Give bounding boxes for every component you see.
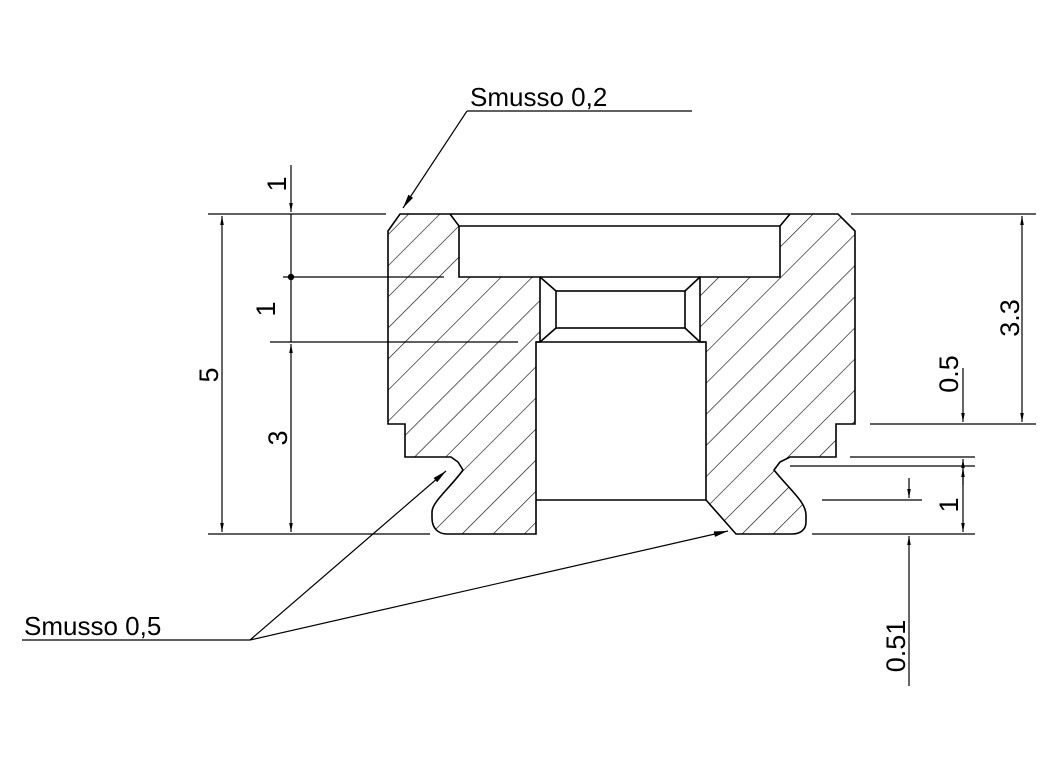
dimension-dot — [287, 273, 295, 281]
part-section — [387, 213, 856, 535]
dim-left-top-small: 1 — [262, 176, 292, 191]
dim-right-step: 0.5 — [934, 355, 964, 393]
note-chamfer-bottom: Smusso 0,5 — [24, 611, 161, 641]
part-body — [387, 213, 856, 535]
dim-right-bottom: 0.51 — [881, 620, 911, 673]
dim-left-overall: 5 — [194, 367, 224, 382]
mid-bore-inner — [555, 290, 686, 329]
dimension-lines — [220, 165, 1024, 686]
note-chamfer-top: Smusso 0,2 — [470, 82, 607, 112]
dim-left-lower: 3 — [263, 430, 293, 445]
dim-right-height: 3.3 — [995, 299, 1025, 337]
dim-left-mid: 1 — [251, 301, 281, 316]
leaders — [22, 110, 729, 641]
extension-lines — [208, 213, 1036, 535]
dim-right-lower: 1 — [934, 497, 964, 512]
